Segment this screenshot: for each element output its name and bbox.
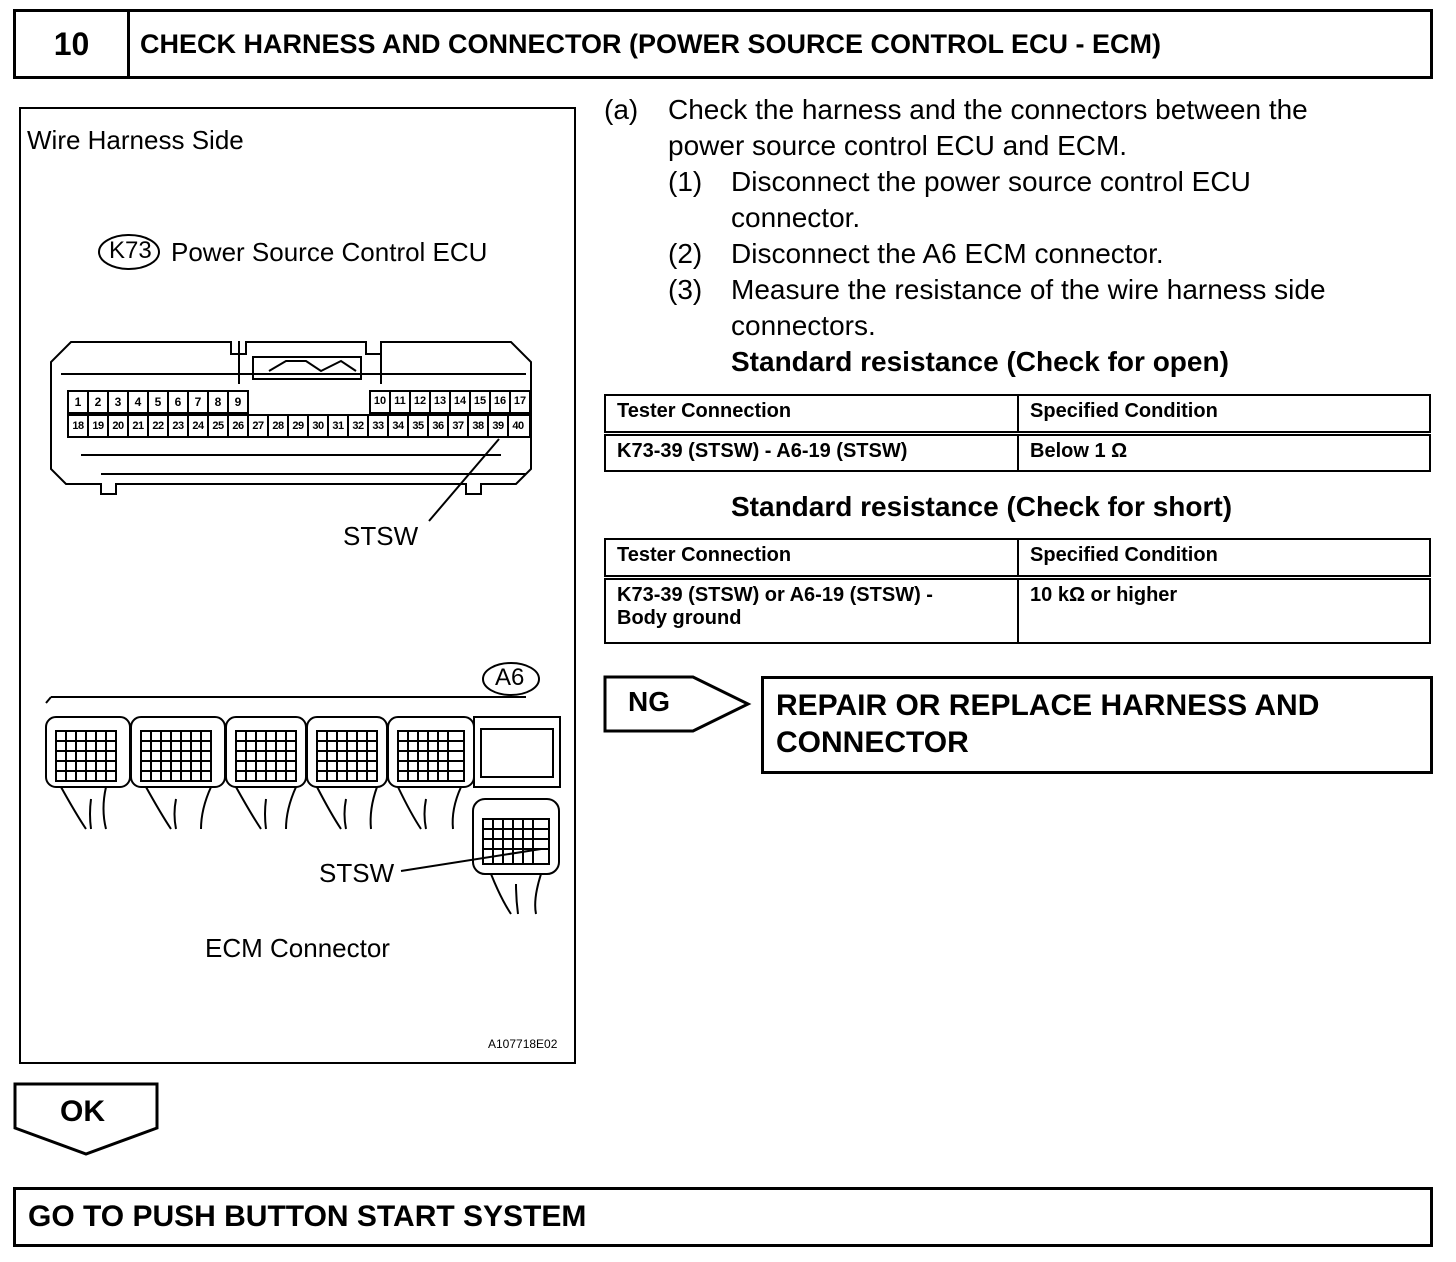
specified-condition-cell: 10 kΩ or higher <box>1017 576 1431 644</box>
ng-result-box: REPAIR OR REPLACE HARNESS AND CONNECTOR <box>761 676 1433 774</box>
k73-code: K73 <box>109 237 152 264</box>
pin-number: 28 <box>272 420 284 432</box>
tester-connection-cell: K73-39 (STSW) - A6-19 (STSW) <box>603 432 1020 472</box>
pin-number: 20 <box>112 420 124 432</box>
pin-number: 5 <box>154 395 162 409</box>
figure-id: A107718E02 <box>488 1037 558 1051</box>
step-a-marker: (a) <box>604 94 639 125</box>
final-step-box: GO TO PUSH BUTTON START SYSTEM <box>13 1187 1433 1247</box>
pin-number: 31 <box>332 420 344 432</box>
tester-connection-cell: K73-39 (STSW) or A6-19 (STSW) - Body gro… <box>603 576 1020 644</box>
step-3-marker: (3) <box>668 274 703 305</box>
ng-result-line2: CONNECTOR <box>776 726 969 759</box>
k73-connector-name: Power Source Control ECU <box>171 237 488 267</box>
pin-number: 22 <box>152 420 164 432</box>
pin-number: 8 <box>214 395 222 409</box>
step-1-line2: connector. <box>731 202 861 233</box>
connector-drawing <box>45 234 561 915</box>
pin-number: 10 <box>373 395 387 407</box>
pin-number: 25 <box>212 420 224 432</box>
pin-number: 3 <box>114 395 122 409</box>
step-a-line2: power source control ECU and ECM. <box>668 130 1128 161</box>
pin-number: 21 <box>132 420 144 432</box>
specified-condition-cell: Below 1 Ω <box>1017 432 1431 472</box>
step-3-line1: Measure the resistance of the wire harne… <box>731 274 1326 305</box>
pin-number: 23 <box>172 420 184 432</box>
pin-number: 35 <box>412 420 424 432</box>
pin-number: 26 <box>232 420 244 432</box>
pin-number: 2 <box>94 395 102 409</box>
pin-number: 12 <box>413 395 427 407</box>
ng-label: NG <box>628 686 670 717</box>
step-3-line2: connectors. <box>731 310 876 341</box>
col-specified-condition: Specified Condition <box>1017 394 1431 436</box>
short-check-table: Tester Connection Specified Condition K7… <box>603 538 1431 644</box>
pin-number: 13 <box>433 395 447 407</box>
ng-arrow-shape <box>603 675 752 733</box>
pin-number: 40 <box>512 420 524 432</box>
k73-bottom-row: 18 19 20 21 22 23 24 25 26 27 28 29 30 3… <box>68 420 530 432</box>
pin-number: 27 <box>252 420 264 432</box>
step-header: 10 CHECK HARNESS AND CONNECTOR (POWER SO… <box>13 9 1433 79</box>
pin-number: 30 <box>312 420 324 432</box>
pin-number: 14 <box>453 395 467 407</box>
pin-number: 9 <box>234 395 242 409</box>
ok-arrow-shape <box>13 1082 159 1156</box>
pin-number: 4 <box>134 395 142 409</box>
tester-connection-line2: Body ground <box>617 606 742 629</box>
step-number: 10 <box>16 12 130 76</box>
ng-result-line1: REPAIR OR REPLACE HARNESS AND <box>776 689 1320 722</box>
table-row: K73-39 (STSW) or A6-19 (STSW) - Body gro… <box>603 576 1431 644</box>
pin-number: 34 <box>392 420 404 432</box>
open-check-table: Tester Connection Specified Condition K7… <box>603 394 1431 472</box>
k73-top-row-right: 10 11 12 13 14 15 16 17 <box>370 395 530 407</box>
stsw-label-k73: STSW <box>343 521 419 551</box>
pin-number: 15 <box>473 395 487 407</box>
col-specified-condition: Specified Condition <box>1017 538 1431 580</box>
pin-number: 36 <box>432 420 444 432</box>
pin-number: 6 <box>174 395 182 409</box>
col-tester-connection: Tester Connection <box>603 394 1020 436</box>
pin-number: 37 <box>452 420 464 432</box>
pin-number: 1 <box>74 395 82 409</box>
pin-number: 16 <box>493 395 507 407</box>
table-row: K73-39 (STSW) - A6-19 (STSW) Below 1 Ω <box>603 432 1431 472</box>
pin-number: 18 <box>72 420 84 432</box>
step-a-line1: Check the harness and the connectors bet… <box>668 94 1308 125</box>
pin-number: 29 <box>292 420 304 432</box>
short-check-heading: Standard resistance (Check for short) <box>731 491 1233 522</box>
wire-harness-side-label: Wire Harness Side <box>27 125 244 155</box>
pin-number: 7 <box>194 395 202 409</box>
pin-number: 11 <box>394 395 406 407</box>
connector-figure: Wire Harness Side K73 Power Source Contr… <box>19 107 576 1064</box>
pin-number: 33 <box>372 420 384 432</box>
pin-number: 32 <box>352 420 364 432</box>
pin-number: 24 <box>192 420 204 432</box>
open-check-heading: Standard resistance (Check for open) <box>731 346 1229 377</box>
step-1-line1: Disconnect the power source control ECU <box>731 166 1251 197</box>
step-2-marker: (2) <box>668 238 703 269</box>
step-1-marker: (1) <box>668 166 703 197</box>
step-title: CHECK HARNESS AND CONNECTOR (POWER SOURC… <box>140 28 1162 59</box>
ecm-connector-label: ECM Connector <box>205 933 390 963</box>
pin-number: 39 <box>492 420 504 432</box>
pin-number: 38 <box>472 420 484 432</box>
k73-top-row-left: 1 2 3 4 5 6 7 8 9 <box>68 395 248 409</box>
tester-connection-line1: K73-39 (STSW) or A6-19 (STSW) - <box>617 583 933 606</box>
step-2-line1: Disconnect the A6 ECM connector. <box>731 238 1164 269</box>
ok-label: OK <box>60 1095 105 1128</box>
col-tester-connection: Tester Connection <box>603 538 1020 580</box>
stsw-label-a6: STSW <box>319 858 395 888</box>
a6-code: A6 <box>495 664 525 691</box>
pin-number: 17 <box>513 395 527 407</box>
pin-number: 19 <box>92 420 104 432</box>
